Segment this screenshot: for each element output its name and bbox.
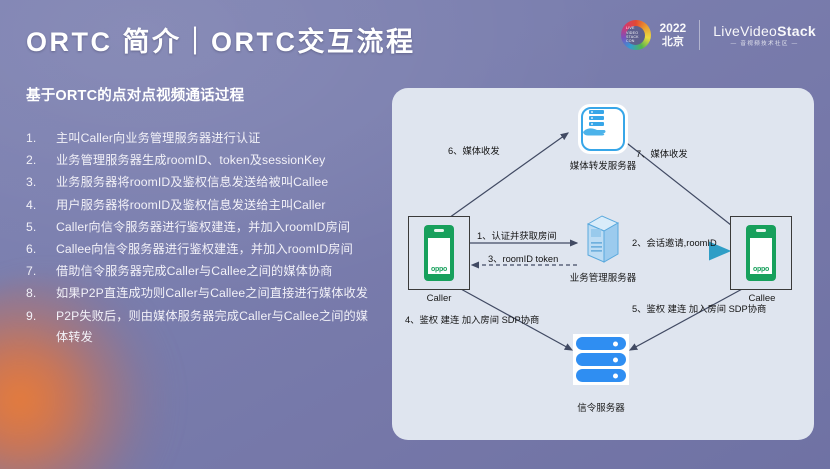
caller-device: oppo	[408, 216, 470, 290]
step-number: 9.	[26, 308, 37, 323]
step-number: 2.	[26, 153, 37, 168]
brand-tagline: — 音视频技术社区 —	[730, 40, 799, 47]
flow-diagram: 媒体转发服务器 6、媒体收发 7、媒体收发 oppo Caller	[392, 88, 814, 440]
list-item: 2. 业务管理服务器生成roomID、token及sessionKey	[26, 150, 378, 171]
signaling-server-label: 信令服务器	[577, 403, 625, 414]
phone-notch-icon	[756, 229, 766, 232]
step-number: 4.	[26, 197, 37, 212]
diagram-connectors	[431, 132, 751, 351]
process-step-list: 1. 主叫Caller向业务管理服务器进行认证 2. 业务管理服务器生成room…	[26, 128, 378, 349]
phone-screen: oppo	[428, 237, 450, 274]
step-text: 业务管理服务器生成roomID、token及sessionKey	[56, 153, 326, 168]
server-bar-icon	[576, 337, 626, 350]
step-number: 8.	[26, 286, 37, 301]
step-number: 3.	[26, 175, 37, 190]
step-text: Caller向信令服务器进行鉴权建连，并加入roomID房间	[56, 219, 351, 234]
step-text: 用户服务器将roomID及鉴权信息发送给主叫Caller	[56, 197, 326, 212]
phone-screen: oppo	[750, 237, 772, 274]
media-relay-server-label: 媒体转发服务器	[569, 161, 637, 172]
ring-text-line1: LIVE VIDEO	[626, 26, 639, 35]
step-number: 7.	[26, 264, 37, 279]
edge-label-3: 3、roomID token	[488, 254, 559, 264]
step-text: 如果P2P直连成功则Caller与Callee之间直接进行媒体收发	[56, 286, 369, 301]
signaling-server-icon	[573, 334, 629, 385]
brand-bar: LIVE VIDEO STACK CON 2022 北京 LiveVideoSt…	[620, 20, 817, 50]
list-item: 6. Callee向信令服务器进行鉴权建连，并加入roomID房间	[26, 239, 378, 260]
ring-text-line2: STACK CON	[626, 35, 639, 44]
brand-name-stack: Stack	[777, 22, 816, 39]
section-subheading: 基于ORTC的点对点视频通话过程	[26, 88, 245, 104]
edge-label-1: 1、认证并获取房间	[477, 231, 557, 241]
phone-brand-label: oppo	[753, 265, 769, 273]
livevideostack-logo: LiveVideoStack — 音视频技术社区 —	[713, 23, 816, 47]
business-server-icon	[580, 214, 624, 266]
step-number: 1.	[26, 131, 37, 145]
step-number: 5.	[26, 219, 37, 234]
step-number: 6.	[26, 242, 37, 257]
callee-device: oppo	[730, 216, 792, 290]
list-item: 4. 用户服务器将roomID及鉴权信息发送给主叫Caller	[26, 195, 378, 216]
brand-divider	[699, 20, 701, 50]
edge-label-5: 5、鉴权 建连 加入房间 SDP协商	[632, 304, 767, 314]
server-bar-icon	[576, 353, 626, 366]
step-text: 业务服务器将roomID及鉴权信息发送给被叫Callee	[56, 175, 329, 190]
phone-notch-icon	[434, 229, 444, 232]
step-text: P2P失败后，则由媒体服务器完成Caller与Callee之间的媒体转发	[56, 308, 369, 344]
edge-label-2: 2、会话邀请,roomID	[632, 238, 717, 248]
list-item: 7. 借助信令服务器完成Caller与Callee之间的媒体协商	[26, 261, 378, 282]
list-item: 8. 如果P2P直连成功则Caller与Callee之间直接进行媒体收发	[26, 283, 378, 304]
step-text: Callee向信令服务器进行鉴权建连，并加入roomID房间	[56, 242, 353, 257]
edge-label-7: 7、媒体收发	[636, 149, 688, 159]
list-item: 5. Caller向信令服务器进行鉴权建连，并加入roomID房间	[26, 217, 378, 238]
phone-icon: oppo	[424, 225, 454, 281]
media-relay-server-icon	[578, 104, 628, 154]
phone-icon: oppo	[746, 225, 776, 281]
diagram-panel: 媒体转发服务器 6、媒体收发 7、媒体收发 oppo Caller	[392, 88, 814, 440]
business-server-label: 业务管理服务器	[569, 273, 637, 284]
ring-inner-text: LIVE VIDEO STACK CON	[626, 25, 645, 45]
event-year: 2022	[659, 21, 687, 36]
caller-label: Caller	[426, 293, 452, 304]
event-city: 北京	[661, 35, 684, 48]
brand-name: LiveVideoStack	[713, 23, 816, 39]
event-year-city: 2022 北京	[659, 21, 687, 48]
list-item: 3. 业务服务器将roomID及鉴权信息发送给被叫Callee	[26, 172, 378, 193]
phone-brand-label: oppo	[431, 265, 447, 273]
step-text: 借助信令服务器完成Caller与Callee之间的媒体协商	[56, 264, 333, 279]
conference-ring-logo-icon: LIVE VIDEO STACK CON	[620, 20, 651, 50]
page-title: ORTC 简介｜ORTC交互流程	[26, 27, 416, 57]
server-bar-icon	[576, 369, 626, 382]
media-relay-icon-inner	[581, 107, 625, 151]
brand-name-live: LiveVideo	[713, 22, 778, 39]
server-hand-glyph-icon	[583, 110, 606, 136]
list-item: 1. 主叫Caller向业务管理服务器进行认证	[26, 128, 378, 149]
edge-label-6: 6、媒体收发	[448, 146, 500, 156]
edge-label-4: 4、鉴权 建连 加入房间 SDP协商	[405, 315, 540, 325]
list-item: 9. P2P失败后，则由媒体服务器完成Caller与Callee之间的媒体转发	[26, 306, 378, 348]
callee-label: Callee	[748, 293, 776, 304]
step-text: 主叫Caller向业务管理服务器进行认证	[56, 131, 261, 145]
tower-server-glyph-icon	[586, 215, 620, 263]
